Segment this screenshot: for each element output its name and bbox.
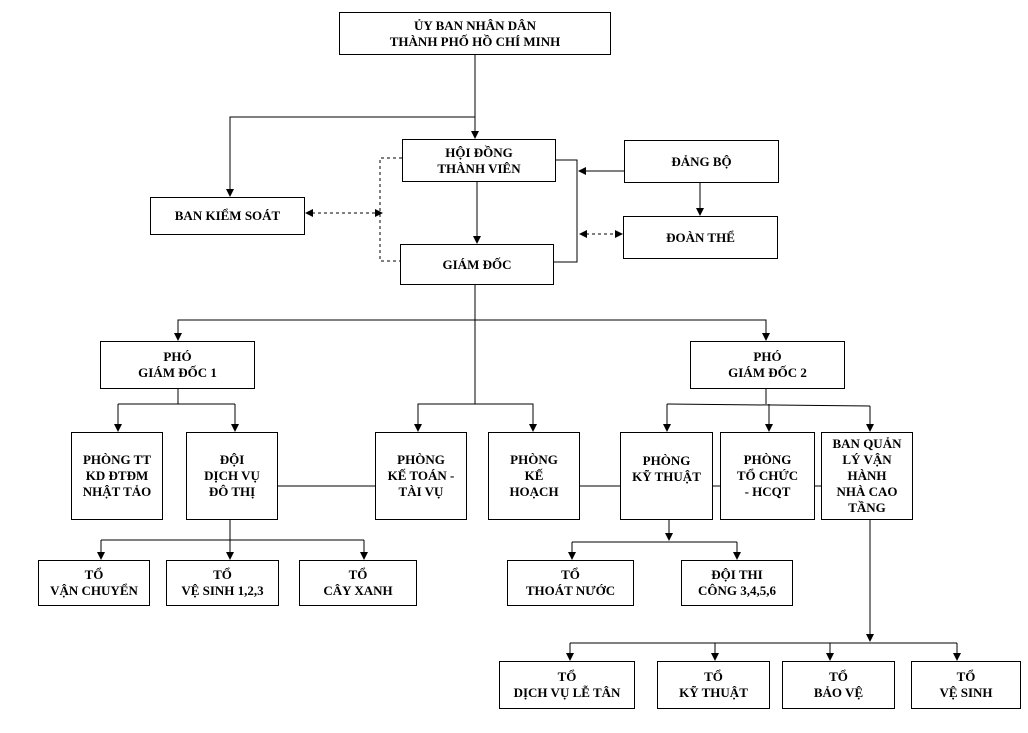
node-ban-quan-ly: BAN QUẢN LÝ VẬN HÀNH NHÀ CAO TẦNG: [821, 432, 913, 520]
edge-ubnd-bks: [226, 116, 475, 197]
node-to-ky-thuat: TỔ KỸ THUẬT: [657, 661, 770, 709]
edge-bus-pgd1: [174, 319, 475, 341]
edge-center-kt: [417, 403, 534, 431]
node-giam-doc: GIÁM ĐỐC: [400, 244, 554, 285]
edge-bus-pgd2: [475, 319, 770, 341]
node-dang-bo: ĐẢNG BỘ: [624, 140, 779, 183]
node-to-ve-sinh-123: TỔ VỆ SINH 1,2,3: [166, 560, 279, 606]
node-to-van-chuyen: TỔ VẬN CHUYỂN: [38, 560, 150, 606]
node-phong-ky-thuat: PHÒNG KỸ THUẬT: [620, 432, 713, 520]
node-doi-dich-vu: ĐỘI DỊCH VỤ ĐÔ THỊ: [186, 432, 278, 520]
node-to-thoat-nuoc: TỔ THOÁT NƯỚC: [507, 560, 634, 606]
node-phong-ke-hoach: PHÒNG KẾ HOẠCH: [488, 432, 580, 520]
node-doi-thi-cong: ĐỘI THI CÔNG 3,4,5,6: [681, 560, 793, 606]
node-pho-giam-doc-1: PHÓ GIÁM ĐỐC 1: [100, 341, 255, 389]
node-phong-tt: PHÒNG TT KD ĐTĐM NHẬT TẢO: [71, 432, 163, 520]
node-pho-giam-doc-2: PHÓ GIÁM ĐỐC 2: [690, 341, 845, 389]
node-doan-the: ĐOÀN THỂ: [623, 216, 778, 259]
node-to-cay-xanh: TỔ CÂY XANH: [299, 560, 417, 606]
node-phong-to-chuc: PHÒNG TỔ CHỨC - HCQT: [720, 432, 815, 520]
node-to-bao-ve: TỔ BẢO VỆ: [782, 661, 895, 709]
node-ubnd: ỦY BAN NHÂN DÂN THÀNH PHỐ HỒ CHÍ MINH: [339, 12, 611, 55]
node-phong-ke-toan: PHÒNG KẾ TOÁN - TÀI VỤ: [375, 432, 467, 520]
edge-bracket-right: [554, 159, 578, 263]
node-ban-kiem-soat: BAN KIỂM SOÁT: [150, 197, 305, 235]
node-to-ve-sinh: TỔ VỆ SINH: [911, 661, 1021, 709]
node-to-dich-vu-le-tan: TỔ DỊCH VỤ LỄ TÂN: [499, 661, 635, 709]
edge-bracket-left: [379, 157, 402, 262]
node-hdtv: HỘI ĐỒNG THÀNH VIÊN: [402, 139, 556, 182]
